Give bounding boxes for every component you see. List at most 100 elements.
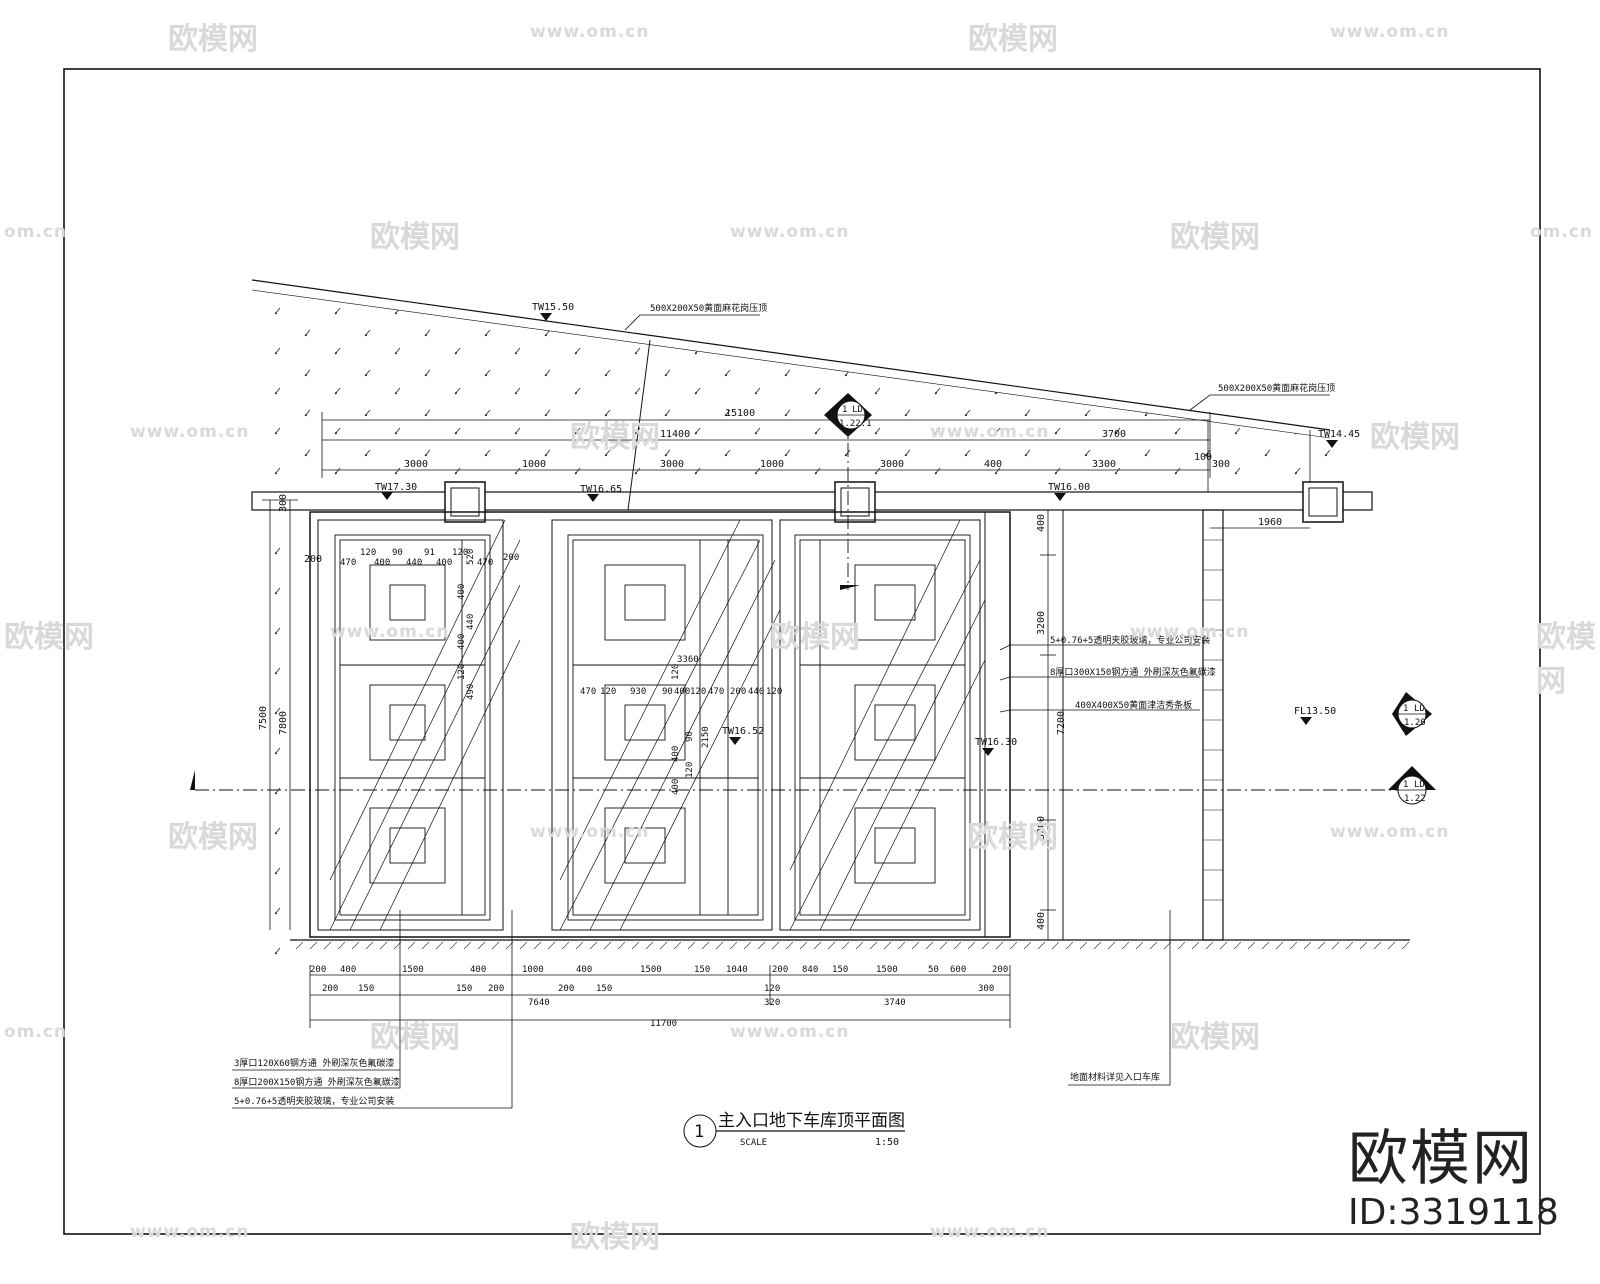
section-marker-ref: LD xyxy=(852,405,863,415)
model-id-label: ID:3319118 xyxy=(1348,1192,1559,1233)
section-marker-sheet: 1.22 xyxy=(1404,794,1426,804)
watermark-url: www.om.cn xyxy=(330,622,450,642)
dim-label: 470 xyxy=(477,558,493,568)
dim-label: 400 xyxy=(457,584,467,600)
dim-label: 120 xyxy=(452,548,468,558)
dim-label: 120 xyxy=(766,687,782,697)
dim-label: 200 xyxy=(304,554,322,565)
dim-label: 300 xyxy=(978,984,994,994)
level-label: TW15.50 xyxy=(532,302,574,313)
dim-label: 1000 xyxy=(522,459,546,470)
section-marker-sheet: 1.20 xyxy=(1404,718,1426,728)
level-label: TW16.65 xyxy=(580,484,622,495)
section-marker-number: 1 xyxy=(1403,704,1408,714)
dim-label: 150 xyxy=(694,965,710,975)
dim-label: 400 xyxy=(576,965,592,975)
section-marker-right-b xyxy=(1388,766,1436,805)
column-posts xyxy=(444,481,1344,523)
dim-label: 90 xyxy=(685,731,695,742)
watermark-brand: 欧模网 xyxy=(370,220,460,255)
dim-label: 400 xyxy=(374,558,390,568)
lattice-panel-right xyxy=(794,534,971,921)
dim-label: 11400 xyxy=(660,429,690,440)
dim-label: 400 xyxy=(671,746,681,762)
dim-label: 3360 xyxy=(677,655,699,665)
watermark-brand: 欧模网 xyxy=(968,820,1058,855)
dim-label: 400 xyxy=(340,965,356,975)
dim-label: 400 xyxy=(984,459,1002,470)
dim-label: 200 xyxy=(558,984,574,994)
dim-label: 7500 xyxy=(258,706,269,730)
dim-label: 120 xyxy=(457,664,467,680)
dim-label: 400 xyxy=(1036,912,1047,930)
section-marker-number: 1 xyxy=(842,405,847,415)
lattice-panel-center xyxy=(567,534,764,921)
drawing-number: 1 xyxy=(694,1122,704,1142)
dim-label: 3700 xyxy=(1102,429,1126,440)
watermark-url: www.om.cn xyxy=(530,822,650,842)
dim-label: 400 xyxy=(671,779,681,795)
dim-label: 3000 xyxy=(660,459,684,470)
coping-edge xyxy=(251,279,1331,431)
watermark-url: www.om.cn xyxy=(1130,622,1250,642)
dim-label: 600 xyxy=(950,965,966,975)
dim-label: 440 xyxy=(748,687,764,697)
dim-label: 930 xyxy=(630,687,646,697)
dim-label: 1040 xyxy=(726,965,748,975)
dim-label: 400 xyxy=(436,558,452,568)
watermark-url: www.om.cn xyxy=(930,422,1050,442)
dim-label: 400 xyxy=(457,634,467,650)
dim-label: 3300 xyxy=(1092,459,1116,470)
dim-label: 7800 xyxy=(278,711,289,735)
note-glass-left: 5+0.76+5透明夹胶玻璃，专业公司安装 xyxy=(234,1095,394,1107)
section-marker-top xyxy=(824,393,872,437)
dim-label: 120 xyxy=(600,687,616,697)
watermark-brand: 欧模网 xyxy=(168,22,258,57)
watermark-url: www.om.cn xyxy=(730,222,850,242)
dim-label: 1500 xyxy=(876,965,898,975)
level-label: FL13.50 xyxy=(1294,706,1336,717)
watermark-url: www.om.cn xyxy=(1330,22,1450,42)
leader-lines xyxy=(232,314,1330,1109)
dim-label: 90 xyxy=(662,687,673,697)
dim-label: 150 xyxy=(358,984,374,994)
dim-label: 200 xyxy=(772,965,788,975)
note-steel-right: 8厚口300X150钢方通 外刷深灰色氟碳漆 xyxy=(1050,666,1216,678)
watermark-url: www.om.cn xyxy=(930,1222,1050,1242)
dim-label: 90 xyxy=(392,548,403,558)
section-marker-number: 1 xyxy=(1403,780,1408,790)
lattice-panel-left xyxy=(334,534,491,921)
watermark-brand: 欧模网 xyxy=(370,1020,460,1055)
level-label: TW16.00 xyxy=(1048,482,1090,493)
section-marker-ref: LD xyxy=(1414,704,1425,714)
watermark-url: om.cn xyxy=(4,222,68,242)
dim-label: 470 xyxy=(708,687,724,697)
dim-label: 3200 xyxy=(1036,816,1047,840)
level-label: TW16.52 xyxy=(722,726,764,737)
note-coping-right: 500X200X50黄面麻花岗压顶 xyxy=(1218,382,1335,394)
dim-label: 1000 xyxy=(760,459,784,470)
note-stone-right: 400X400X50黄面津洁秀条板 xyxy=(1075,699,1192,711)
level-label: TW16.30 xyxy=(975,737,1017,748)
dim-label: 200 xyxy=(503,553,519,563)
dim-label: 3740 xyxy=(884,998,906,1008)
dim-label: 200 xyxy=(310,965,326,975)
dim-label: 1000 xyxy=(522,965,544,975)
dim-label: 440 xyxy=(406,558,422,568)
dim-label: 150 xyxy=(596,984,612,994)
dim-label: 520 xyxy=(466,549,476,565)
watermark-url: om.cn xyxy=(1530,222,1594,242)
watermark-brand: 欧模网 xyxy=(1170,220,1260,255)
dim-label: 840 xyxy=(802,965,818,975)
note-steel-big-left: 8厚口200X150钢方通 外刷深灰色氟碳漆 xyxy=(234,1076,400,1088)
dim-label: 1500 xyxy=(640,965,662,975)
dim-label: 200 xyxy=(488,984,504,994)
left-dimension-lines xyxy=(262,499,298,930)
dim-label: 320 xyxy=(764,998,780,1008)
right-dimension-lines xyxy=(1040,510,1056,940)
dim-label: 7200 xyxy=(1056,711,1067,735)
dim-label: 15100 xyxy=(725,408,755,419)
watermark-url: www.om.cn xyxy=(130,1222,250,1242)
